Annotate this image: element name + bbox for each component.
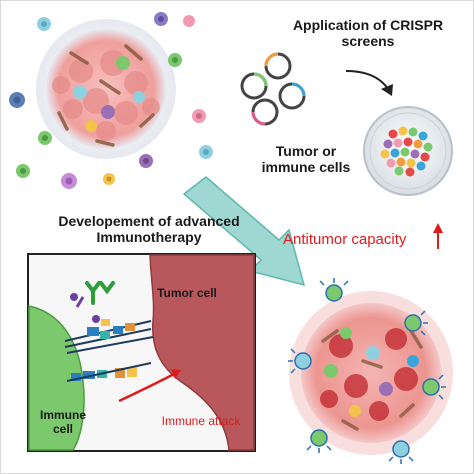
tumor-spheroid-immune-cells xyxy=(73,56,145,132)
immune-cell-body xyxy=(28,305,85,451)
petri-dish xyxy=(363,106,453,196)
crispr-plasmids xyxy=(240,52,306,126)
activated-immune-cells xyxy=(288,278,446,464)
crispr-arrow xyxy=(345,70,389,90)
floating-immune-cells xyxy=(9,12,213,189)
tumor-immune-cells-label: Tumor or immune cells xyxy=(261,143,351,176)
immune-attack-arrow xyxy=(118,371,177,403)
tumor-cell-body xyxy=(149,254,255,451)
infiltrating-immune-cells xyxy=(324,327,419,417)
dish-cell-colonies xyxy=(380,126,433,177)
big-transition-arrow xyxy=(182,176,306,287)
receptor-complexes xyxy=(64,281,154,382)
immunotherapy-panel xyxy=(27,253,256,452)
immunotherapy-title: Developement of advanced Immunotherapy xyxy=(58,213,240,246)
crispr-screens-title: Application of CRISPR screens xyxy=(292,17,444,50)
immune-cell-label: Immune cell xyxy=(39,408,86,436)
tumor-cell-label: Tumor cell xyxy=(157,286,217,300)
antitumor-capacity-label: Antitumor capacity xyxy=(283,231,407,248)
increase-arrow xyxy=(433,223,443,249)
immune-attack-label: Immune attack xyxy=(161,414,241,428)
tumor-spheroid-attacked xyxy=(288,278,453,464)
tumor-spheroid-initial xyxy=(36,19,176,159)
